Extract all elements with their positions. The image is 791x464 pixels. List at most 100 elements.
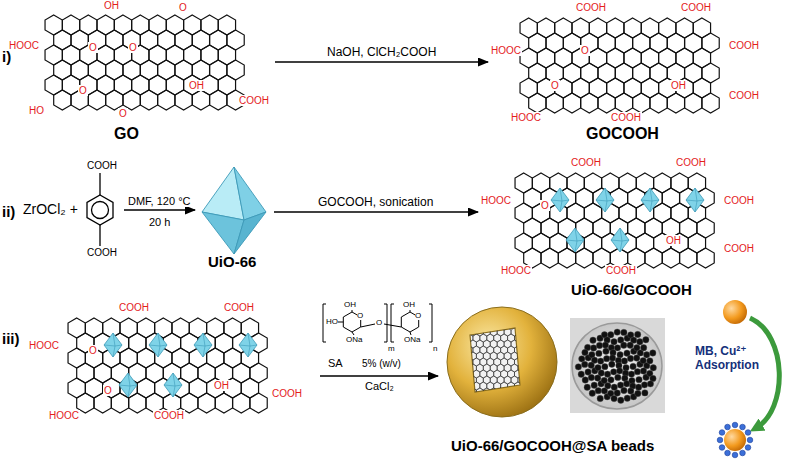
adsorbed-pollutant — [717, 437, 723, 443]
hexagon-ring — [192, 90, 209, 110]
functional-group: COOH — [723, 195, 755, 206]
hexagon-ring — [553, 340, 560, 348]
hexagon-ring — [508, 382, 515, 390]
hexagon-ring — [542, 382, 549, 390]
bead — [635, 390, 641, 396]
bead — [609, 355, 615, 361]
hexagon-ring — [532, 400, 539, 408]
hexagon-ring — [535, 346, 542, 354]
hexagon-ring — [521, 382, 528, 390]
hexagon-ring — [483, 412, 490, 420]
functional-group: O — [78, 85, 88, 96]
hexagon-ring — [487, 406, 494, 414]
reaction-arrow — [320, 375, 438, 377]
hexagon-ring — [535, 394, 542, 402]
hexagon-ring — [94, 393, 111, 413]
hexagon-ring — [525, 388, 532, 396]
adsorbed-pollutant — [745, 430, 751, 436]
compound-name: UiO-66 — [207, 254, 257, 271]
condition-label: 20 h — [149, 216, 170, 229]
hexagon-ring — [518, 364, 525, 372]
hexagon-ring — [483, 400, 490, 408]
functional-group: COOH — [118, 302, 150, 313]
uio66-crystals — [104, 188, 704, 397]
hexagon-ring — [532, 376, 539, 384]
bead — [621, 342, 627, 348]
hexagon-ring — [514, 406, 521, 414]
hexagon-ring — [54, 90, 71, 110]
bead — [616, 368, 622, 374]
bead — [610, 369, 616, 375]
hexagon-ring — [542, 394, 549, 402]
bead — [634, 368, 640, 374]
hexagon-ring — [521, 418, 528, 426]
hexagon-ring — [528, 370, 535, 378]
compound-name: COOH — [86, 247, 118, 258]
hexagon-ring — [553, 328, 560, 336]
structure-node: UiO-66 — [197, 162, 272, 274]
hexagon-ring — [546, 400, 553, 408]
hexagon-ring — [473, 394, 480, 402]
hexagon-ring — [463, 412, 470, 420]
hexagon-ring — [250, 393, 267, 413]
hexagon-ring — [521, 334, 528, 342]
hexagon-ring — [542, 370, 549, 378]
hexagon-ring — [508, 406, 515, 414]
bead — [640, 344, 646, 350]
hexagon-ring — [556, 382, 563, 390]
bead — [628, 388, 634, 394]
bead — [615, 374, 621, 380]
functional-group: O — [128, 42, 138, 53]
structure-atom: O — [357, 311, 363, 320]
functional-group: O — [88, 345, 98, 356]
bead — [609, 361, 615, 367]
structure-node: UiO-66/GOCOOH@SA beads — [440, 302, 690, 460]
adsorbed-pollutant — [732, 452, 738, 458]
hexagon-ring — [504, 412, 511, 420]
structure-node: GOCOOHCOOHCOOHHOOCCOOHOOOHCOOHHOOCCOOH — [490, 0, 775, 150]
hexagon-ring — [463, 340, 470, 348]
compound-name: UiO-66/GOCOOH — [570, 282, 693, 299]
hexagon-ring — [532, 340, 539, 348]
bead — [614, 329, 620, 335]
hexagon-ring — [532, 352, 539, 360]
hexagon-ring — [521, 346, 528, 354]
hexagon-ring — [466, 418, 473, 426]
hexagon-ring — [553, 364, 560, 372]
bead — [603, 355, 609, 361]
hexagon-ring — [528, 346, 535, 354]
hexagon-ring — [535, 418, 542, 426]
hexagon-ring — [541, 248, 558, 268]
condition-label: 5% (w/v) — [362, 358, 401, 370]
hexagon-ring — [463, 376, 470, 384]
hexagon-ring — [539, 328, 546, 336]
hexagon-ring — [539, 352, 546, 360]
bead — [590, 337, 596, 343]
hexagon-ring — [539, 412, 546, 420]
hexagon-ring — [521, 370, 528, 378]
functional-group: O — [118, 108, 128, 119]
crystal-facet — [551, 188, 569, 212]
hexagon-ring — [546, 412, 553, 420]
hexagon-ring — [539, 400, 546, 408]
crystal-facet — [566, 228, 584, 252]
hexagon-ring — [535, 358, 542, 366]
hexagon-ring — [511, 424, 518, 432]
bead — [614, 345, 620, 351]
bead — [584, 384, 590, 390]
crystal-facet — [686, 188, 704, 212]
structure-atom: m — [388, 344, 395, 353]
hexagon-ring — [469, 424, 476, 432]
hexagon-ring — [490, 424, 497, 432]
functional-group: O — [88, 42, 98, 53]
hexagon-ring — [473, 418, 480, 426]
crystal-facet — [611, 228, 629, 252]
structure-atom: ONa — [404, 335, 420, 344]
compound-name: ZrOCl₂ + — [22, 202, 79, 217]
structure-atom: OH — [403, 300, 415, 309]
crystal-facet — [164, 373, 182, 397]
crystal-facet — [119, 373, 137, 397]
hexagon-ring — [532, 328, 539, 336]
hexagon-ring — [525, 376, 532, 384]
functional-group: COOH — [223, 302, 255, 313]
